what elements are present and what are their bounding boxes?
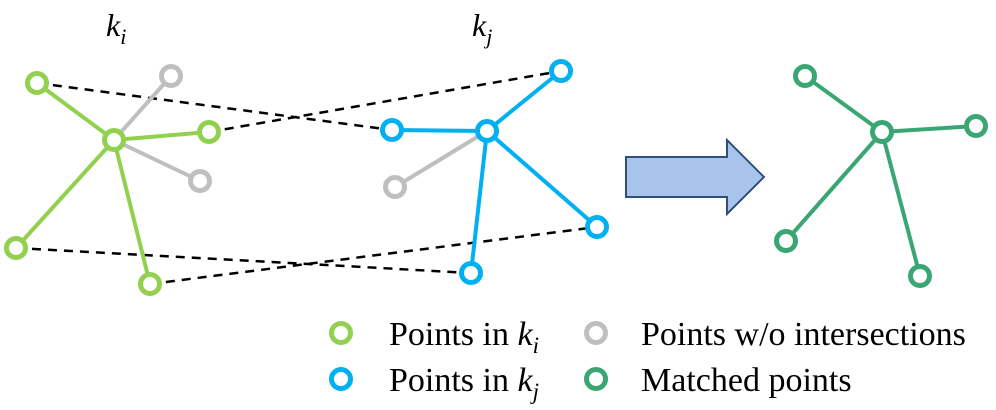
- legend-marker-matched: [584, 367, 608, 391]
- blue-point: [459, 261, 483, 285]
- blue-point: [585, 215, 609, 239]
- legend-marker-blue: [329, 367, 353, 391]
- matched-point-center: [870, 120, 894, 144]
- blue-point: [549, 59, 573, 83]
- matched-edge: [784, 130, 884, 243]
- legend-marker-green: [329, 321, 353, 345]
- right-arrow-icon: [625, 137, 766, 217]
- matched-edge: [803, 74, 884, 134]
- green-edge: [113, 130, 210, 142]
- green-point: [4, 236, 28, 260]
- gray-point: [188, 169, 212, 193]
- blue-point: [380, 118, 404, 142]
- blue-point-center: [475, 119, 499, 143]
- green-point: [25, 71, 49, 95]
- matched-point: [908, 264, 932, 288]
- green-edge: [14, 138, 116, 250]
- graph-kj: kj: [380, 7, 609, 285]
- correspondence-lines: [15, 69, 598, 286]
- matched-point: [964, 114, 988, 138]
- blue-edge: [469, 130, 489, 274]
- green-edge: [112, 139, 152, 285]
- graph-matched: [774, 64, 988, 288]
- matched-edge: [880, 131, 922, 277]
- gray-edge: [393, 129, 489, 189]
- correspondence-line: [15, 246, 472, 275]
- green-edge: [35, 81, 116, 142]
- legend-label-matched-points: Matched points: [641, 362, 852, 399]
- legend-label-no-intersections: Points w/o intersections: [641, 316, 966, 353]
- gray-point: [383, 175, 407, 199]
- legend-label-points-kj: Points in kj: [389, 362, 539, 404]
- blue-edge: [485, 69, 563, 133]
- green-point: [197, 120, 221, 144]
- graph-kj-label: kj: [472, 7, 492, 49]
- legend-label-points-ki: Points in ki: [389, 316, 539, 358]
- graph-ki-label: ki: [106, 7, 126, 49]
- matched-edge: [881, 124, 977, 134]
- correspondence-line: [208, 69, 562, 134]
- green-point: [138, 272, 162, 296]
- legend-marker-gray: [584, 321, 608, 345]
- matched-point: [793, 64, 817, 88]
- green-point-center: [102, 128, 126, 152]
- correspondence-line: [36, 81, 393, 132]
- correspondence-line: [149, 225, 598, 286]
- graph-ki: ki: [4, 7, 221, 296]
- blue-edge: [391, 128, 488, 133]
- legend: Points in ki Points w/o intersections Po…: [329, 316, 966, 404]
- gray-point: [159, 64, 183, 88]
- gray-edge: [112, 74, 173, 142]
- matched-point: [774, 229, 798, 253]
- gray-edge: [113, 138, 201, 183]
- blue-edge: [485, 129, 599, 229]
